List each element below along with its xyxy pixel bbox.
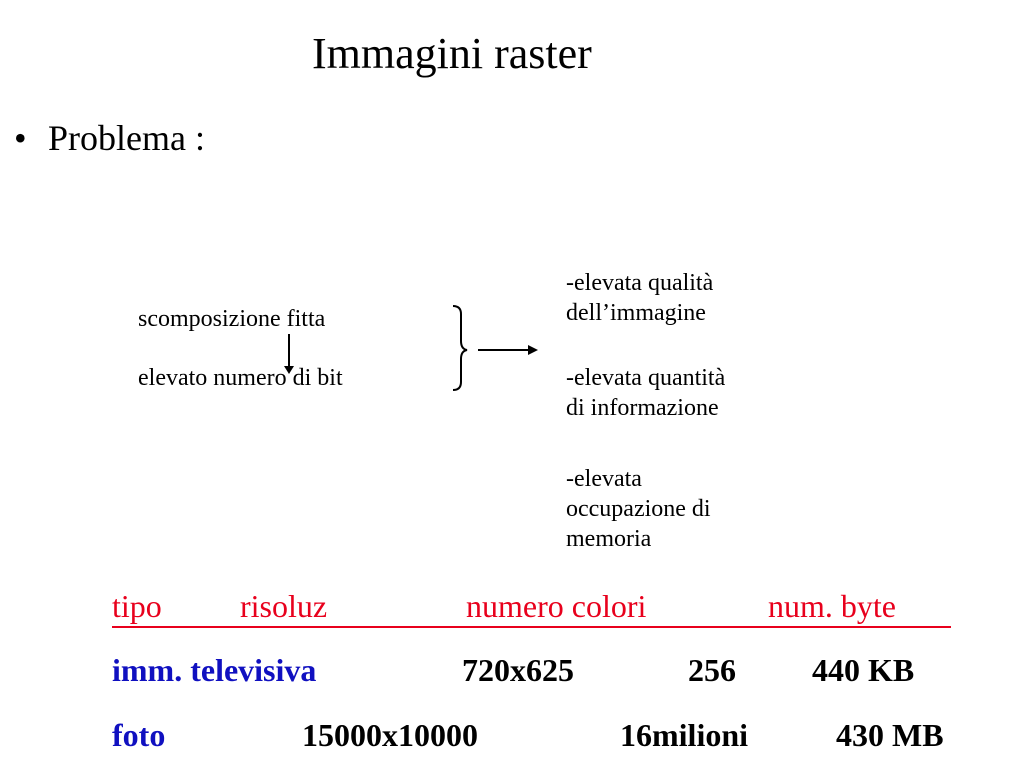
result-memory-line-1: -elevata [566, 466, 642, 492]
row-byte: 430 MB [836, 717, 944, 753]
right-arrow-icon [478, 345, 538, 355]
bullet-marker: • [14, 118, 27, 158]
result-quantity-line-1: -elevata quantità [566, 365, 726, 391]
header-risoluz: risoluz [240, 588, 328, 624]
row-risoluz: 720x625 [462, 652, 574, 688]
header-byte: num. byte [768, 588, 896, 624]
down-arrow-icon [284, 334, 294, 374]
header-underline [112, 626, 951, 628]
row-risoluz: 15000x10000 [302, 717, 478, 753]
result-quantity: -elevata quantità di informazione [566, 363, 725, 423]
slide-title: Immagini raster [312, 29, 592, 78]
table-row: imm. televisiva 720x625 256 440 KB [0, 650, 1024, 690]
result-quality-line-1: -elevata qualità [566, 270, 714, 296]
diagram-left-bottom: elevato numero di bit [138, 365, 343, 391]
bullet-text: Problema : [48, 118, 205, 158]
row-tipo: imm. televisiva [112, 652, 317, 688]
result-memory-line-3: memoria [566, 526, 652, 552]
result-quality-line-2: dell’immagine [566, 300, 706, 326]
result-quality: -elevata qualità dell’immagine [566, 268, 713, 328]
right-brace-icon [452, 305, 468, 391]
table-row: foto 15000x10000 16milioni 430 MB [0, 715, 1024, 755]
result-memory-line-2: occupazione di [566, 496, 711, 522]
row-colori: 256 [688, 652, 736, 688]
row-colori: 16milioni [620, 717, 749, 753]
header-colori: numero colori [466, 588, 647, 624]
row-byte: 440 KB [812, 652, 915, 688]
result-quantity-line-2: di informazione [566, 395, 719, 421]
header-tipo: tipo [112, 588, 162, 624]
table-header: tipo risoluz numero colori num. byte [0, 586, 1024, 626]
diagram-left-top: scomposizione fitta [138, 306, 326, 332]
result-memory: -elevata occupazione di memoria [566, 464, 711, 554]
row-tipo: foto [112, 717, 166, 753]
